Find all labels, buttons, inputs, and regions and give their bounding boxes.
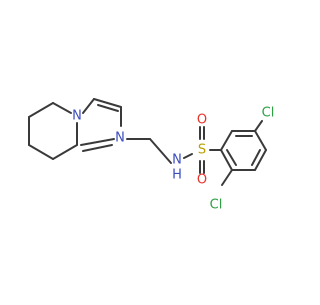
atom-label-h-amide: H bbox=[172, 168, 182, 183]
bond bbox=[52, 102, 72, 114]
bond bbox=[28, 144, 54, 160]
bond bbox=[80, 138, 115, 146]
bond bbox=[82, 98, 95, 114]
bond bbox=[251, 149, 261, 166]
molecule-canvas: N N N H S O O Cl Cl bbox=[28, 98, 275, 213]
bond-lines bbox=[28, 98, 267, 186]
bond bbox=[220, 130, 233, 151]
bond bbox=[149, 138, 172, 164]
atom-label-chlorine-top: Cl bbox=[262, 106, 275, 121]
bond bbox=[254, 149, 267, 171]
bond bbox=[254, 130, 267, 151]
atom-label-oxygen-top: O bbox=[197, 113, 207, 128]
bond bbox=[28, 102, 54, 118]
atom-label-n-bridge: N bbox=[72, 109, 82, 124]
bond bbox=[97, 104, 119, 112]
bond bbox=[221, 169, 233, 186]
bond bbox=[82, 144, 113, 152]
atom-label-chlorine-bottom: Cl bbox=[210, 198, 223, 213]
atom-label-oxygen-bottom: O bbox=[197, 173, 207, 188]
atom-label-n-amide: N bbox=[172, 153, 182, 168]
bond bbox=[220, 149, 233, 171]
atom-label-sulfur: S bbox=[198, 143, 206, 158]
atom-labels: N N N H S O O Cl Cl bbox=[72, 106, 274, 213]
atom-label-n-imine: N bbox=[115, 131, 125, 146]
bond bbox=[52, 144, 78, 160]
bond bbox=[226, 149, 237, 166]
bond bbox=[93, 98, 122, 108]
bond bbox=[254, 120, 263, 132]
bond bbox=[183, 153, 193, 159]
structure-diagram: N N N H S O O Cl Cl bbox=[28, 98, 274, 213]
